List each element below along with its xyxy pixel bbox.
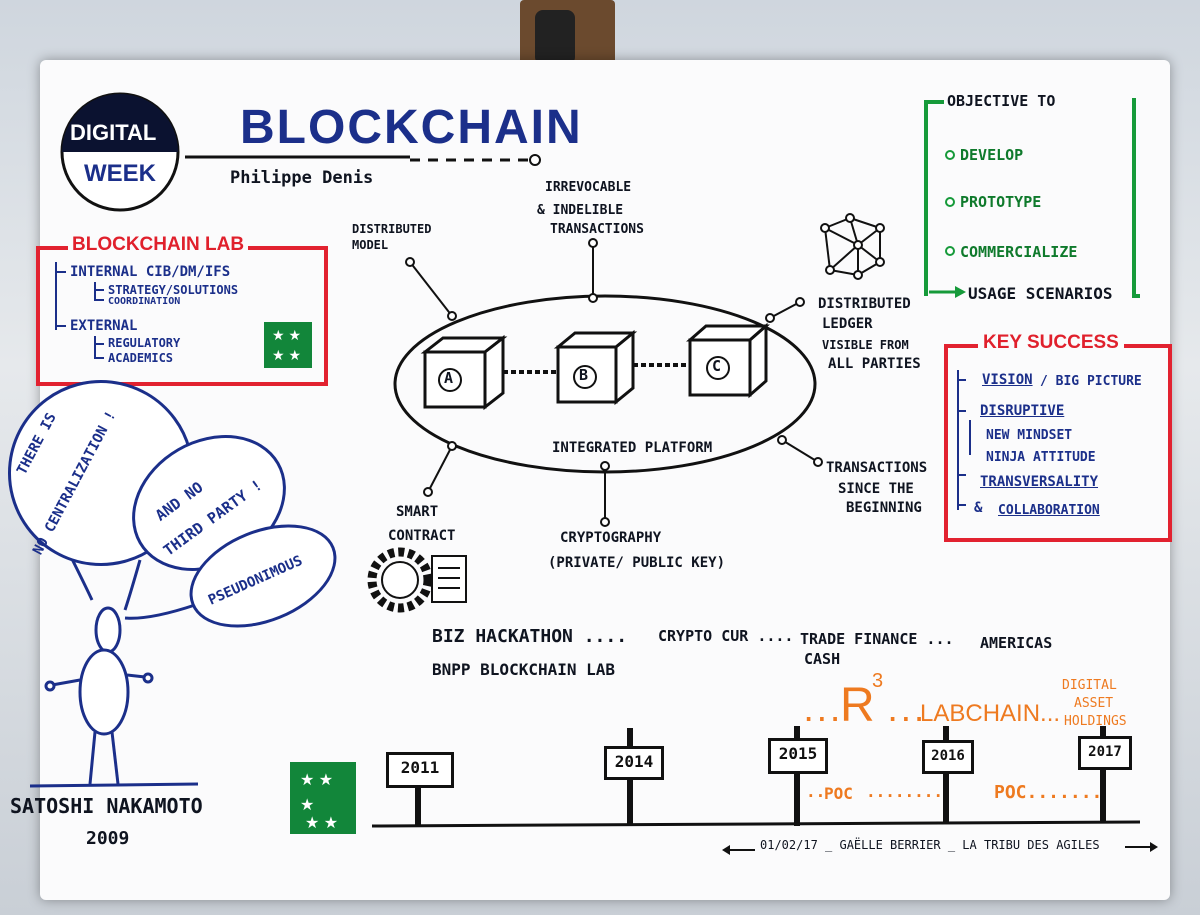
post-2017 (1100, 726, 1106, 822)
block-c-label: C (712, 357, 722, 375)
objective-title: OBJECTIVE TO (944, 92, 1059, 110)
flag-icon (264, 322, 312, 368)
timeline-axis (371, 820, 1141, 828)
r3-sup: 3 (872, 670, 884, 692)
crypto-2: (PRIVATE/ PUBLIC KEY) (548, 555, 726, 571)
key-vision: VISION (982, 372, 1033, 388)
lab-internal-sub2: COORDINATION (108, 296, 181, 307)
labchain: LABCHAIN... (920, 700, 1061, 727)
distributed-model-1: DISTRIBUTED (352, 222, 432, 236)
lab-internal-sub1: STRATEGY/SOLUTIONS (108, 283, 239, 297)
ledger-2: LEDGER (822, 316, 873, 332)
key-transversality: TRANSVERSALITY (980, 474, 1099, 490)
key-amp: & (974, 500, 983, 516)
satoshi-year: 2009 (86, 828, 130, 849)
page-title: BLOCKCHAIN (240, 101, 583, 154)
milestone-crypto-cur: CRYPTO CUR .... (658, 627, 794, 645)
poc-mid-dots: ........ (866, 782, 944, 801)
block-a-label: A (444, 369, 454, 387)
block-b-label: B (579, 366, 589, 384)
block-c (686, 322, 770, 399)
objective-item-2: PROTOTYPE (960, 193, 1042, 211)
key-ninja: NINJA ATTITUDE (986, 450, 1096, 465)
footer-credit: 01/02/17 _ GAËLLE BERRIER _ LA TRIBU DES… (760, 838, 1100, 852)
lab-external: EXTERNAL (70, 318, 138, 334)
year-sign-2015: 2015 (768, 738, 828, 774)
dah-1: DIGITAL (1062, 678, 1117, 693)
post-2016 (943, 726, 949, 822)
transactions-2: SINCE THE (838, 481, 914, 497)
milestone-trade-finance: TRADE FINANCE ... (800, 630, 954, 648)
svg-text:★ ★: ★ ★ (272, 347, 301, 363)
post-2014 (627, 728, 633, 750)
poc-1: POC (824, 784, 853, 803)
dots-2: ... (886, 702, 926, 727)
r3-logo: R (840, 679, 875, 732)
author-name: Philippe Denis (230, 168, 374, 188)
poc-lead: .. (806, 782, 826, 801)
milestone-americas: AMERICAS (980, 634, 1053, 652)
ledger-1: DISTRIBUTED (818, 296, 911, 312)
logo-top-half (62, 94, 178, 152)
easel-clamp (535, 10, 575, 65)
dah-3: HOLDINGS (1064, 714, 1127, 729)
dah-2: ASSET (1074, 696, 1114, 711)
key-vision-rest: / BIG PICTURE (1040, 374, 1142, 389)
document-icon (431, 555, 467, 603)
ledger-4: ALL PARTIES (828, 356, 921, 372)
objective-item-1: DEVELOP (960, 146, 1024, 164)
smart-contract-2: CONTRACT (388, 528, 456, 544)
transactions-3: BEGINNING (846, 500, 922, 516)
objective-result: USAGE SCENARIOS (968, 284, 1113, 303)
svg-text:★ ★: ★ ★ (272, 327, 301, 343)
milestone-cash: CASH (804, 650, 841, 668)
logo-line1: DIGITAL (70, 120, 157, 145)
satoshi-figure (29, 606, 199, 788)
svg-text:★: ★ (300, 797, 314, 814)
logo-line2: WEEK (84, 160, 156, 187)
objective-item-3: COMMERCIALIZE (960, 243, 1078, 261)
block-a (420, 334, 508, 411)
block-b (553, 329, 638, 406)
post-2011 (415, 780, 421, 826)
post-2015 (794, 726, 800, 826)
lab-external-sub2: ACADEMICS (108, 351, 174, 365)
year-sign-2017: 2017 (1078, 736, 1132, 770)
key-mindset: NEW MINDSET (986, 428, 1073, 443)
ledger-3: VISIBLE FROM (822, 338, 909, 352)
gear-icon (367, 547, 433, 613)
svg-text:★ ★: ★ ★ (300, 772, 333, 789)
post-2014-b (627, 775, 633, 825)
dots-1: ... (802, 702, 842, 727)
milestone-biz-hackathon: BIZ HACKATHON .... (432, 626, 628, 647)
crypto-1: CRYPTOGRAPHY (560, 530, 662, 546)
year-sign-2016: 2016 (922, 740, 974, 774)
distributed-model-2: MODEL (352, 238, 389, 252)
transactions-1: TRANSACTIONS (826, 460, 928, 476)
year-sign-2014: 2014 (604, 746, 664, 780)
irrevocable-1: IRREVOCABLE (545, 180, 632, 195)
lab-title: BLOCKCHAIN LAB (68, 234, 249, 256)
milestone-bnpp-lab: BNPP BLOCKCHAIN LAB (432, 660, 616, 679)
smart-contract-1: SMART (396, 504, 439, 520)
network-icon (820, 213, 885, 280)
svg-text:★ ★: ★ ★ (305, 815, 338, 832)
irrevocable-3: TRANSACTIONS (550, 222, 644, 237)
irrevocable-2: & INDELIBLE (537, 203, 624, 218)
key-disruptive: DISRUPTIVE (980, 403, 1065, 419)
lab-internal: INTERNAL CIB/DM/IFS (70, 264, 231, 280)
poc-2: POC....... (994, 782, 1103, 803)
key-collaboration: COLLABORATION (998, 503, 1100, 518)
satoshi-name: SATOSHI NAKAMOTO (10, 794, 203, 818)
key-success-title: KEY SUCCESS (978, 332, 1124, 354)
year-sign-2011: 2011 (386, 752, 454, 788)
lab-external-sub1: REGULATORY (108, 336, 181, 350)
flag-icon-bottom (290, 762, 356, 834)
integrated-platform: INTEGRATED PLATFORM (552, 440, 713, 456)
